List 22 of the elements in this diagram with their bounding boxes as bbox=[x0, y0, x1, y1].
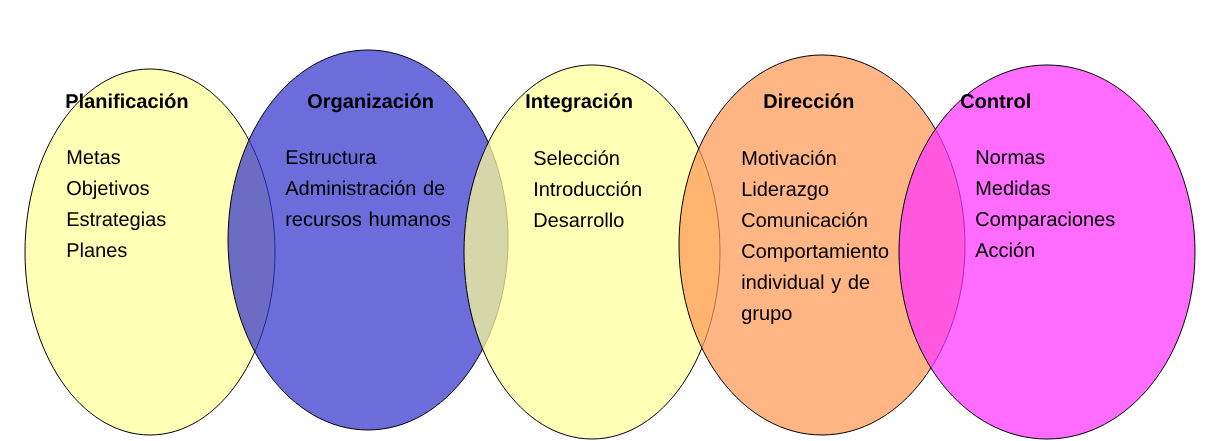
list-item: Estructura bbox=[286, 150, 377, 165]
list-item: Comparaciones bbox=[976, 211, 1115, 231]
list-item: Introducción bbox=[535, 181, 641, 197]
heading: Dirección bbox=[764, 93, 854, 109]
list-item: Metas bbox=[67, 150, 120, 165]
heading: Organización bbox=[308, 93, 433, 113]
heading: Integración bbox=[526, 93, 632, 113]
heading: Control bbox=[961, 93, 1030, 109]
list-item: Desarrollo bbox=[534, 212, 624, 228]
list-item: Administración de recursos humanos bbox=[285, 180, 451, 227]
list-item: Selección bbox=[534, 150, 619, 166]
heading: Planificación bbox=[66, 93, 188, 109]
list-item: Planes bbox=[67, 242, 127, 258]
list-item: Medidas bbox=[976, 180, 1051, 196]
list-item: Motivación bbox=[742, 150, 836, 166]
list-item: Comportamiento individual y de grupo bbox=[742, 243, 889, 325]
list-item: Liderazgo bbox=[742, 181, 829, 201]
list-item: Objetivos bbox=[67, 180, 149, 200]
list-item: Normas bbox=[976, 150, 1045, 165]
list-item: Estrategias bbox=[67, 211, 166, 231]
list-item: Acción bbox=[975, 242, 1034, 258]
list-item: Comunicación bbox=[742, 212, 867, 228]
